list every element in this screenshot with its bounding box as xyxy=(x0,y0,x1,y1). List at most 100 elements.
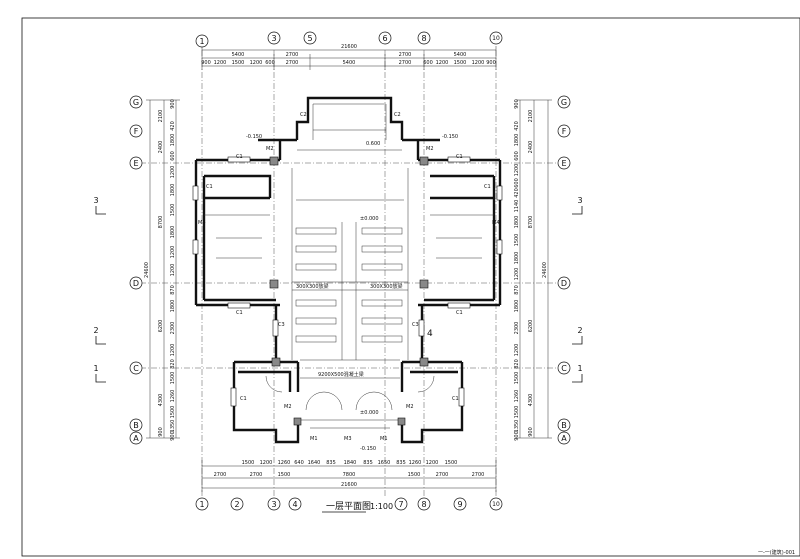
svg-text:1: 1 xyxy=(199,37,204,46)
svg-text:6: 6 xyxy=(382,34,387,43)
axis-bubble-top-8: 8 xyxy=(417,31,431,45)
dim-right-seg: 2100 xyxy=(528,110,534,123)
dim-bottom-r1: 640 xyxy=(294,460,304,466)
dim-top-r2: 1200 xyxy=(436,60,449,66)
axis-bubble-right-D: D xyxy=(557,276,571,290)
entry-doors xyxy=(265,375,435,429)
windows xyxy=(192,156,503,407)
svg-text:C: C xyxy=(133,364,139,373)
dim-left-fine: 1800 xyxy=(170,134,176,147)
axis-bubble-right-F: F xyxy=(557,124,571,138)
dim-top-r2: 900 xyxy=(201,60,211,66)
dim-bottom-r1: 1260 xyxy=(409,460,422,466)
elevation-stage: 0.600 xyxy=(366,141,380,147)
dim-right-fine: 1800 xyxy=(514,216,520,229)
dim-bottom-r1: 1200 xyxy=(260,460,273,466)
dim-bottom-r1: 835 xyxy=(363,460,373,466)
axis-bubble-top-6: 6 xyxy=(378,31,392,45)
dim-left-fine: 2300 xyxy=(170,322,176,335)
axis-bubble-bottom-8: 8 xyxy=(417,497,431,511)
dim-bottom-r1: 1260 xyxy=(278,460,291,466)
dim-bottom-r1: 1640 xyxy=(308,460,321,466)
svg-text:1: 1 xyxy=(199,500,204,509)
window-tag: C2 xyxy=(300,112,307,118)
dim-top-r2: 2700 xyxy=(286,60,299,66)
dim-left-fine: 1800 xyxy=(170,226,176,239)
window-tag: C1 xyxy=(206,184,213,190)
axis-bubble-left-B: B xyxy=(129,418,143,432)
axis-bubble-bottom-1: 1 xyxy=(195,497,209,511)
svg-text:C: C xyxy=(561,364,567,373)
axis-bubble-top-1: 1 xyxy=(195,34,209,48)
dim-top-r2: 600 xyxy=(423,60,433,66)
dim-bottom-r2: 1500 xyxy=(278,472,291,478)
dim-top-r2: 1200 xyxy=(472,60,485,66)
dim-bottom-total: 21600 xyxy=(341,482,357,488)
door-tag: M2 xyxy=(406,404,414,410)
svg-text:4: 4 xyxy=(292,500,297,509)
axis-bubble-left-A: A xyxy=(129,431,143,445)
dim-right-fine: 820 xyxy=(514,359,520,369)
dim-right-fine: 1200 xyxy=(514,268,520,281)
dim-bottom-r2: 1500 xyxy=(408,472,421,478)
svg-text:G: G xyxy=(561,98,567,107)
elevation-top-right: -0.150 xyxy=(442,134,458,140)
axis-bubble-right-A: A xyxy=(557,431,571,445)
svg-text:10: 10 xyxy=(492,501,500,508)
window-tag: C3 xyxy=(412,322,419,328)
svg-text:8: 8 xyxy=(421,34,426,43)
svg-text:B: B xyxy=(561,421,567,430)
dim-left-fine: 900 xyxy=(170,99,176,109)
axis-bubble-top-3: 3 xyxy=(267,31,281,45)
axis-bubble-right-E: E xyxy=(557,156,571,170)
elevation-entry: ±0.000 xyxy=(360,410,379,416)
section-mark-3-left: 3 xyxy=(93,196,98,205)
dim-bottom-r1: 1200 xyxy=(426,460,439,466)
section-mark-3-right: 3 xyxy=(577,196,582,205)
door-tag: M1 xyxy=(310,436,318,442)
svg-text:3: 3 xyxy=(271,34,276,43)
dim-right-fine: 1140 xyxy=(514,200,520,213)
stair-mark: 4 xyxy=(427,329,433,339)
dim-bottom-r2: 2700 xyxy=(472,472,485,478)
right-dimensions xyxy=(516,99,552,439)
axis-bubble-left-F: F xyxy=(129,124,143,138)
dim-top-r1: 2700 xyxy=(399,52,412,58)
dim-left-fine: 1200 xyxy=(170,344,176,357)
dim-bottom-r2: 2700 xyxy=(436,472,449,478)
dim-right-total: 24600 xyxy=(542,262,548,278)
bottom-dimensions xyxy=(201,460,497,492)
section-mark-2-right: 2 xyxy=(577,326,582,335)
svg-text:A: A xyxy=(561,434,567,443)
dim-right-fine: 420 xyxy=(514,188,520,198)
elevation-hall: ±0.000 xyxy=(360,216,379,222)
dim-left-fine: 1500 xyxy=(170,204,176,217)
dim-left-fine: 1200 xyxy=(170,264,176,277)
section-mark-1-right: 1 xyxy=(577,364,582,373)
axis-bubble-bottom-9: 9 xyxy=(453,497,467,511)
axis-bubble-left-G: G xyxy=(129,95,143,109)
svg-text:2: 2 xyxy=(234,500,239,509)
stage-block xyxy=(258,96,440,160)
left-dimensions xyxy=(146,99,180,439)
dim-left-seg: 6200 xyxy=(158,320,164,333)
dim-right-fine: 1800 xyxy=(514,300,520,313)
beam-label-left: 300X300放梁 xyxy=(296,283,329,290)
window-tag: C1 xyxy=(456,310,463,316)
elevation-top-left: -0.150 xyxy=(246,134,262,140)
window-tag: C2 xyxy=(394,112,401,118)
dim-right-fine: 600 xyxy=(514,178,520,188)
dim-right-fine: 900 xyxy=(514,99,520,109)
dim-top-r1: 5400 xyxy=(454,52,467,58)
dim-top-r2: 2700 xyxy=(399,60,412,66)
dim-bottom-r1: 1500 xyxy=(445,460,458,466)
hall-seating xyxy=(291,168,409,379)
section-marks xyxy=(95,206,583,383)
elevation-outside: -0.150 xyxy=(360,446,376,452)
dim-bottom-r1: 1650 xyxy=(378,460,391,466)
drawing-scale: 1:100 xyxy=(370,502,393,511)
dim-right-fine: 1800 xyxy=(514,134,520,147)
drawing-title: 一层平面图 xyxy=(326,501,371,512)
dim-right-fine: 1200 xyxy=(514,344,520,357)
